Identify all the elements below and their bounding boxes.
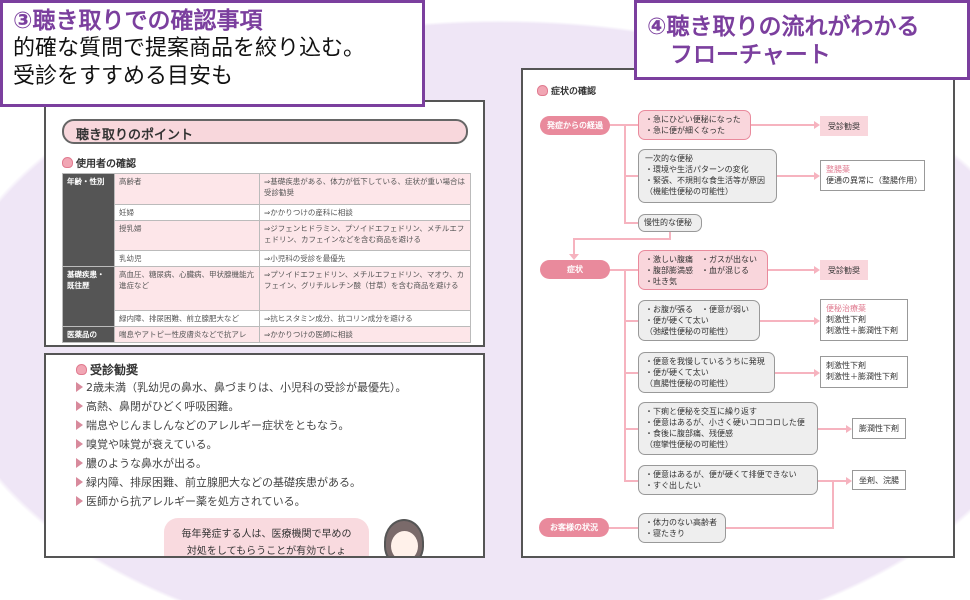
table-row: 授乳婦⇒ジフェンヒドラミン、プソイドエフェドリン、メチルエフェドリン、カフェイン…	[63, 220, 471, 251]
triangle-bullet-icon	[76, 476, 83, 487]
flow-result-box: 膨潤性下剤	[852, 418, 906, 439]
arrow-icon	[814, 121, 820, 129]
flow-condition-box: 慢性的な便秘	[638, 214, 702, 232]
section-heading: 聴き取りのポイント	[62, 119, 468, 144]
connector-line	[609, 124, 638, 126]
connector-line	[624, 372, 638, 374]
connector-line	[775, 372, 815, 374]
list-item: 膿のような鼻水が出る。	[76, 453, 407, 472]
caption-left: ③聴き取りでの確認事項 的確な質問で提案商品を絞り込む。 受診をすすめる目安も	[0, 0, 425, 107]
referral-page: 受診勧奨 2歳未満（乳幼児の鼻水、鼻づまりは、小児科の受診が最優先）。高熱、鼻閉…	[44, 353, 485, 558]
flow-result-box: 便秘治療薬刺激性下剤 刺激性＋膨潤性下剤	[820, 299, 908, 341]
connector-line	[751, 124, 815, 126]
subheading: 使用者の確認	[62, 155, 136, 170]
table-row: 乳幼児⇒小児科の受診を最優先	[63, 250, 471, 267]
person-icon	[76, 364, 87, 375]
connector-line	[624, 320, 638, 322]
result-body: 刺激性下剤 刺激性＋膨潤性下剤	[826, 315, 898, 335]
triangle-bullet-icon	[76, 438, 83, 449]
flow-category-pill: 発症からの経過	[540, 116, 610, 135]
flow-category-pill: お客様の状況	[539, 518, 609, 537]
flow-result-box: 坐剤、浣腸	[852, 470, 906, 490]
connector-line	[573, 238, 575, 255]
connector-line	[777, 175, 815, 177]
table-row: 緑内障、排尿困難、前立腺肥大など⇒抗ヒスタミン成分、抗コリン成分を避ける	[63, 310, 471, 327]
result-body: 受診勧奨	[828, 265, 860, 275]
list-item: 2歳未満（乳幼児の鼻水、鼻づまりは、小児科の受診が最優先）。	[76, 377, 407, 396]
list-item: 嗅覚や味覚が衰えている。	[76, 434, 407, 453]
flow-category-pill: 症状	[540, 260, 610, 279]
list-item: 高熱、鼻閉がひどく呼吸困難。	[76, 396, 407, 415]
flow-result-box: 受診勧奨	[820, 116, 868, 136]
flow-condition-box: ・便意はあるが、便が硬くて排便できない ・すぐ出したい	[638, 465, 818, 495]
result-body: 便通の異常に（整腸作用）	[826, 176, 922, 185]
connector-line	[624, 269, 626, 480]
user-check-table: 年齢・性別高齢者⇒基礎疾患がある、体力が低下している、症状が重い場合は受診勧奨 …	[62, 173, 471, 343]
flow-condition-box: 一次的な便秘 ・環境や生活パターンの変化 ・緊張、不規則な食生活等が原因 （機能…	[638, 149, 777, 203]
connector-line	[624, 428, 638, 430]
connector-line	[573, 238, 671, 240]
flow-condition-box: ・体力のない高齢者 ・寝たきり	[638, 513, 726, 543]
arrow-icon	[814, 317, 820, 325]
triangle-bullet-icon	[76, 419, 83, 430]
referral-heading: 受診勧奨	[76, 361, 138, 378]
triangle-bullet-icon	[76, 495, 83, 506]
triangle-bullet-icon	[76, 400, 83, 411]
connector-line	[768, 269, 815, 271]
list-item: 医師から抗アレルギー薬を処方されている。	[76, 491, 407, 510]
triangle-bullet-icon	[76, 457, 83, 468]
flow-condition-box: ・お腹が張る ・便意が弱い ・便が硬くて太い （弛緩性便秘の可能性）	[638, 300, 760, 341]
triangle-bullet-icon	[76, 381, 83, 392]
result-body: 受診勧奨	[828, 121, 860, 131]
connector-line	[609, 269, 638, 271]
arrow-icon	[846, 477, 852, 485]
connector-line	[818, 428, 847, 430]
flow-condition-box: ・便意を我慢しているうちに発現 ・便が硬くて太い （直腸性便秘の可能性）	[638, 352, 775, 393]
pharmacist-avatar	[384, 519, 424, 556]
connector-line	[669, 231, 671, 239]
person-icon	[537, 85, 548, 96]
connector-line	[624, 480, 638, 482]
table-row: 妊婦⇒かかりつけの産科に相談	[63, 204, 471, 221]
arrow-icon	[814, 266, 820, 274]
flow-result-box: 受診勧奨	[820, 260, 868, 280]
connector-line	[624, 124, 626, 223]
flow-condition-box: ・下痢と便秘を交互に繰り返す ・便意はあるが、小さく硬いコロコロした便 ・食後に…	[638, 402, 818, 455]
speech-bubble: 毎年発症する人は、医療機関で早めの対処をしてもらうことが有効でしょ	[164, 518, 369, 556]
table-row: 年齢・性別高齢者⇒基礎疾患がある、体力が低下している、症状が重い場合は受診勧奨	[62, 173, 471, 267]
flow-heading: 症状の確認	[537, 84, 596, 97]
caption-right: ④聴き取りの流れがわかる フローチャート	[634, 0, 970, 80]
flow-condition-box: ・急にひどい便秘になった ・急に便が細くなった	[638, 110, 751, 140]
flow-result-box: 整腸薬便通の異常に（整腸作用）	[820, 160, 925, 191]
listening-points-page: 聴き取りのポイント 使用者の確認 年齢・性別高齢者⇒基礎疾患がある、体力が低下し…	[44, 100, 485, 347]
arrow-icon	[814, 172, 820, 180]
connector-line	[832, 480, 834, 529]
result-body: 刺激性下剤 刺激性＋膨潤性下剤	[826, 361, 898, 381]
flow-result-box: 刺激性下剤 刺激性＋膨潤性下剤	[820, 356, 908, 388]
arrow-icon	[846, 425, 852, 433]
list-item: 緑内障、排尿困難、前立腺肥大などの基礎疾患がある。	[76, 472, 407, 491]
flow-condition-box: ・激しい腹痛 ・ガスが出ない ・腹部膨満感 ・血が混じる ・吐き気	[638, 250, 768, 290]
list-item: 喘息やじんましんなどのアレルギー症状をともなう。	[76, 415, 407, 434]
table-row: 基礎疾患・既往歴高血圧、糖尿病、心臓病、甲状腺機能亢進症など⇒プソイドエフェドリ…	[62, 266, 471, 327]
connector-line	[609, 527, 638, 529]
arrow-icon	[814, 369, 820, 377]
result-body: 膨潤性下剤	[859, 424, 899, 433]
result-title: 便秘治療薬	[826, 304, 866, 313]
result-body: 坐剤、浣腸	[859, 475, 899, 485]
connector-line	[760, 320, 815, 322]
person-icon	[62, 157, 73, 168]
arrow-down-icon	[569, 254, 579, 260]
connector-line	[726, 527, 834, 529]
table-row: 医薬品の喘息やアトピー性皮膚炎などで抗アレ⇒かかりつけの医師に相談	[62, 326, 471, 343]
avatar-face	[391, 531, 418, 556]
connector-line	[624, 222, 638, 224]
connector-line	[624, 175, 638, 177]
referral-list: 2歳未満（乳幼児の鼻水、鼻づまりは、小児科の受診が最優先）。高熱、鼻閉がひどく呼…	[76, 377, 407, 510]
result-title: 整腸薬	[826, 165, 850, 174]
